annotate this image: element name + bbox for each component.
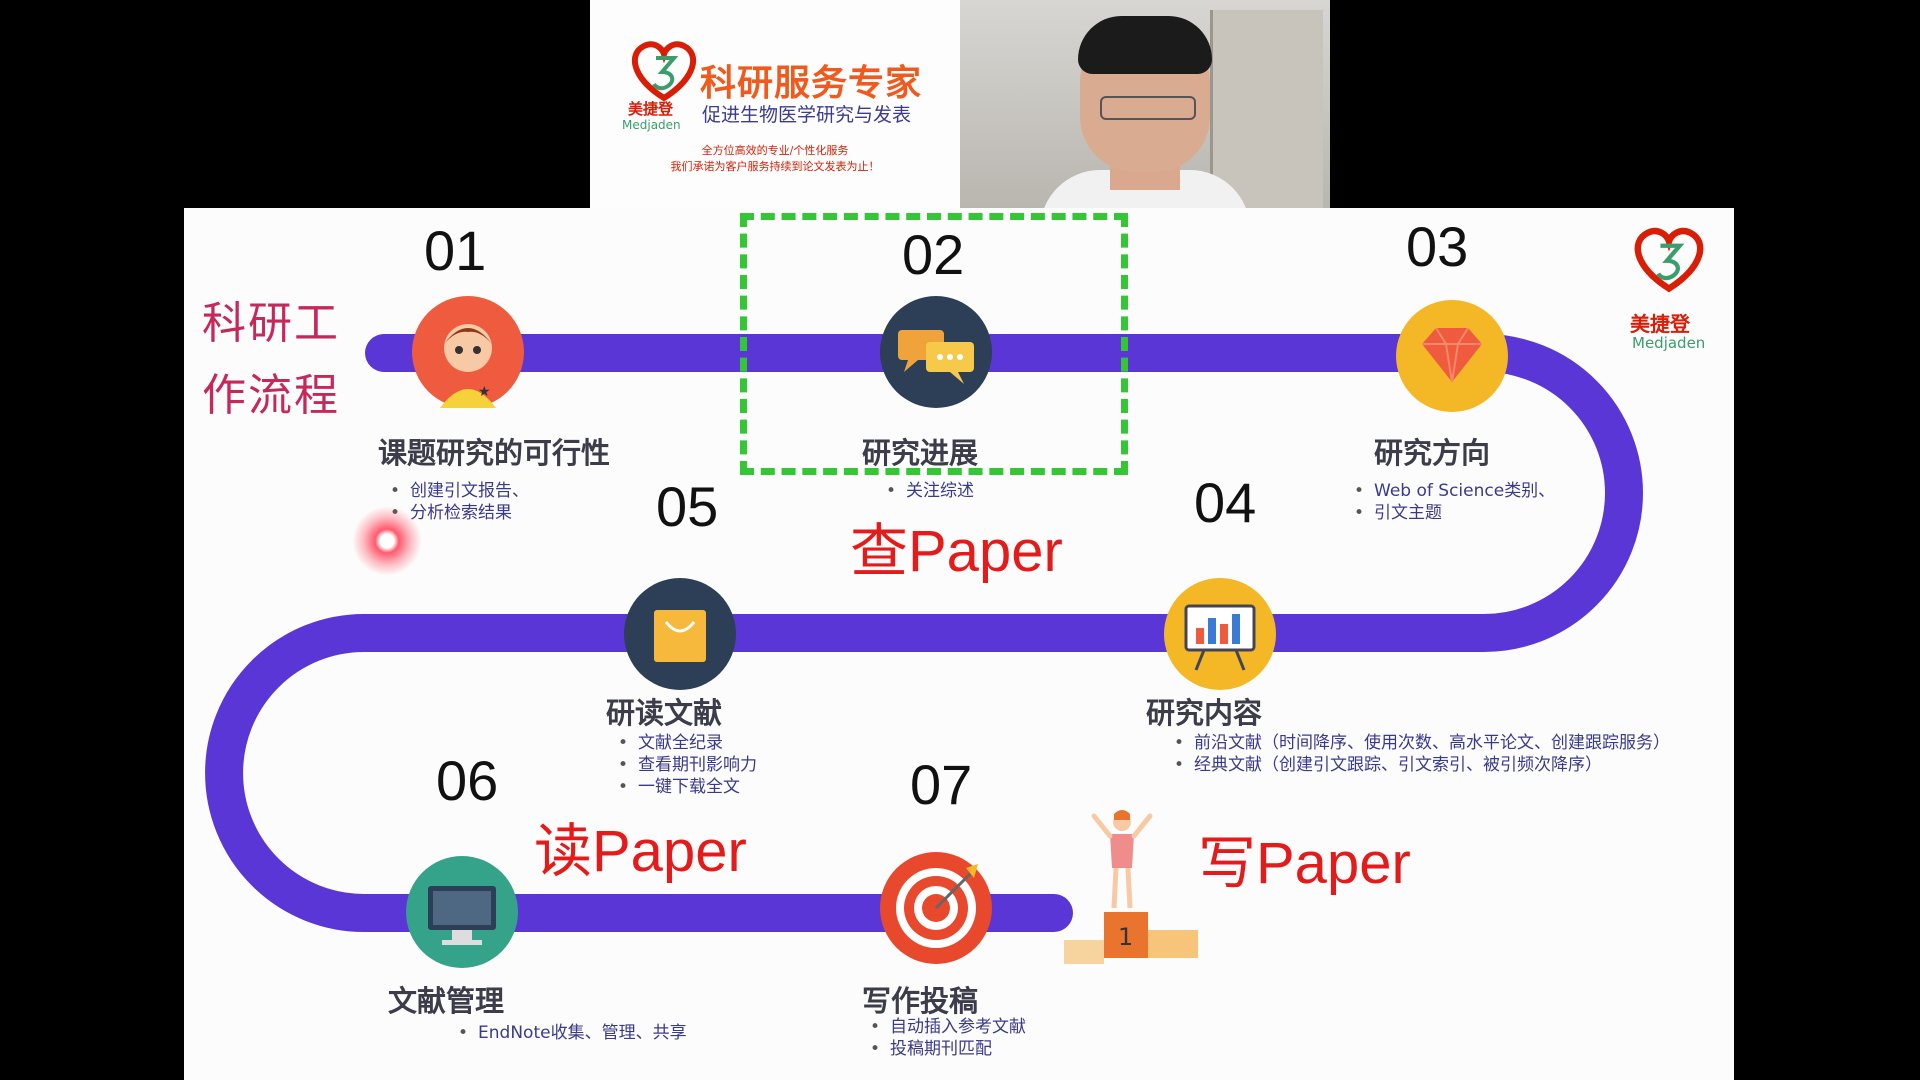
diamond-icon — [1422, 327, 1482, 383]
presenter-webcam-video — [960, 0, 1330, 208]
bullet-item: 关注综述 — [886, 480, 974, 502]
banner-tagline-2: 我们承诺为客户服务持续到论文发表为止！ — [670, 160, 880, 173]
banner-brand-en: Medjaden — [622, 118, 681, 132]
slide-logo-en: Medjaden — [1632, 334, 1706, 352]
step-07-circle — [880, 852, 992, 964]
step-01-bullets: 创建引文报告、 分析检索结果 — [390, 480, 529, 524]
step-06-bullets: EndNote收集、管理、共享 — [458, 1022, 687, 1044]
step-03-title: 研究方向 — [1374, 436, 1491, 470]
target-icon — [896, 864, 978, 948]
side-label-line2: 作流程 — [202, 370, 340, 421]
step-04-circle — [1164, 578, 1276, 690]
background-door — [1210, 10, 1323, 208]
bullet-item: 创建引文报告、 — [390, 480, 529, 502]
side-label: 科研工 作流程 — [202, 288, 340, 432]
step-03-bullets: Web of Science类别、 引文主题 — [1354, 480, 1555, 524]
banner-brand-cn: 美捷登 — [628, 100, 674, 118]
bullet-item: EndNote收集、管理、共享 — [458, 1022, 687, 1044]
bullet-item: 前沿文献（时间降序、使用次数、高水平论文、创建跟踪服务） — [1174, 732, 1670, 754]
bullet-item: 一键下载全文 — [618, 776, 757, 798]
step-03-circle — [1396, 300, 1508, 412]
banner-tagline-1: 全方位高效的专业/个性化服务 — [701, 144, 849, 157]
step-05-circle — [624, 578, 736, 690]
bullet-item: 文献全纪录 — [618, 732, 757, 754]
annotation-xie-paper: 写Paper — [1198, 831, 1411, 896]
step-01-number: 01 — [424, 219, 487, 282]
step-01-title: 课题研究的可行性 — [378, 436, 611, 470]
step-06-number: 06 — [436, 749, 499, 812]
step-02-circle — [880, 296, 992, 408]
bullet-item: 查看期刊影响力 — [618, 754, 757, 776]
step-04-title: 研究内容 — [1146, 696, 1263, 730]
presentation-board-icon — [1184, 604, 1256, 671]
step-02-title: 研究进展 — [862, 436, 979, 470]
step-04-number: 04 — [1194, 471, 1257, 534]
chat-bubbles-icon — [898, 330, 974, 384]
step-01-circle: ★ — [412, 296, 524, 408]
workflow-track — [205, 334, 1643, 932]
laser-pointer — [352, 506, 422, 576]
bullet-item: 经典文献（创建引文跟踪、引文索引、被引频次降序） — [1174, 754, 1670, 776]
step-02-bullets: 关注综述 — [886, 480, 974, 502]
medjaden-heart-logo-icon — [1634, 227, 1704, 293]
step-07-title: 写作投稿 — [862, 984, 979, 1018]
bullet-item: 分析检索结果 — [390, 502, 529, 524]
medjaden-banner: 美捷登 Medjaden 科研服务专家 促进生物医学研究与发表 全方位高效的专业… — [590, 0, 960, 208]
bullet-item: 投稿期刊匹配 — [870, 1038, 1026, 1060]
slide-logo-cn: 美捷登 — [1630, 312, 1690, 336]
banner-headline: 科研服务专家 — [700, 63, 923, 104]
podium-winner-icon: 1 — [1064, 810, 1198, 964]
side-label-line1: 科研工 — [202, 298, 340, 349]
highlight-dashed-box — [740, 213, 1128, 475]
step-03-number: 03 — [1406, 215, 1469, 278]
workflow-slide: 科研工 作流程 美捷登 Medjaden 01 ★ 课题研究的可行性 创建引文报… — [184, 208, 1734, 1080]
step-05-bullets: 文献全纪录 查看期刊影响力 一键下载全文 — [618, 732, 757, 798]
svg-text:★: ★ — [478, 384, 491, 400]
person-icon: ★ — [440, 324, 496, 408]
presenter-hair — [1078, 16, 1212, 74]
step-05-title: 研读文献 — [606, 696, 723, 730]
step-06-circle — [406, 856, 518, 968]
step-07-number: 07 — [910, 753, 973, 816]
bullet-item: 引文主题 — [1354, 502, 1555, 524]
step-05-number: 05 — [656, 475, 719, 538]
annotation-cha-paper: 查Paper — [850, 519, 1063, 584]
step-04-bullets: 前沿文献（时间降序、使用次数、高水平论文、创建跟踪服务） 经典文献（创建引文跟踪… — [1174, 732, 1670, 776]
step-06-title: 文献管理 — [388, 984, 505, 1018]
monitor-icon — [428, 886, 496, 945]
slide-medjaden-logo: 美捷登 Medjaden — [1624, 222, 1714, 352]
annotation-du-paper: 读Paper — [534, 819, 747, 884]
bullet-item: 自动插入参考文献 — [870, 1016, 1026, 1038]
medjaden-heart-logo-icon — [631, 41, 697, 102]
podium-rank: 1 — [1118, 923, 1133, 951]
step-02-number: 02 — [902, 223, 965, 286]
banner-subheadline: 促进生物医学研究与发表 — [702, 104, 912, 126]
bullet-item: Web of Science类别、 — [1354, 480, 1555, 502]
shopping-bag-icon — [654, 610, 706, 662]
step-07-bullets: 自动插入参考文献 投稿期刊匹配 — [870, 1016, 1026, 1060]
presenter-glasses — [1100, 96, 1196, 120]
